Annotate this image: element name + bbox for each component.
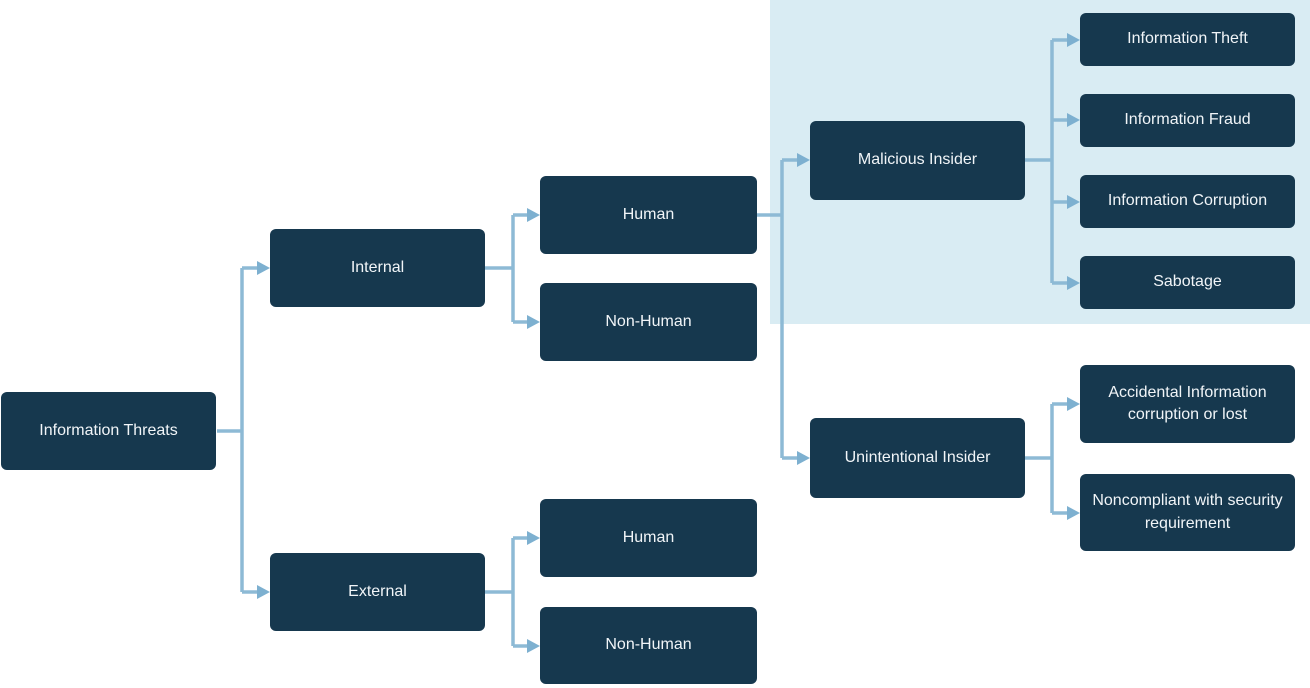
node-internal-non-human: Non-Human <box>540 283 757 361</box>
arrow-into-accidental-corruption <box>1067 397 1080 411</box>
node-internal-human: Human <box>540 176 757 254</box>
connector-external <box>485 536 529 648</box>
connector-root <box>217 266 259 594</box>
node-external: External <box>270 553 485 631</box>
connector-internal <box>485 213 529 324</box>
node-external-non-human: Non-Human <box>540 607 757 684</box>
node-information-corruption: Information Corruption <box>1080 175 1295 228</box>
node-internal: Internal <box>270 229 485 307</box>
arrow-into-external <box>257 585 270 599</box>
arrow-into-unintentional-insider <box>797 451 810 465</box>
node-noncompliant-security: Noncompliant with security requirement <box>1080 474 1295 551</box>
node-unintentional-insider: Unintentional Insider <box>810 418 1025 498</box>
node-information-theft: Information Theft <box>1080 13 1295 66</box>
node-malicious-insider: Malicious Insider <box>810 121 1025 200</box>
node-external-human: Human <box>540 499 757 577</box>
node-sabotage: Sabotage <box>1080 256 1295 309</box>
node-accidental-corruption: Accidental Information corruption or los… <box>1080 365 1295 443</box>
arrow-into-internal-human <box>527 208 540 222</box>
node-information-fraud: Information Fraud <box>1080 94 1295 147</box>
arrow-into-external-human <box>527 531 540 545</box>
node-information-threats: Information Threats <box>1 392 216 470</box>
connector-unintentional-insider <box>1025 402 1069 515</box>
arrow-into-internal-non-human <box>527 315 540 329</box>
arrow-into-internal <box>257 261 270 275</box>
arrow-into-noncompliant-security <box>1067 506 1080 520</box>
arrow-into-external-non-human <box>527 639 540 653</box>
